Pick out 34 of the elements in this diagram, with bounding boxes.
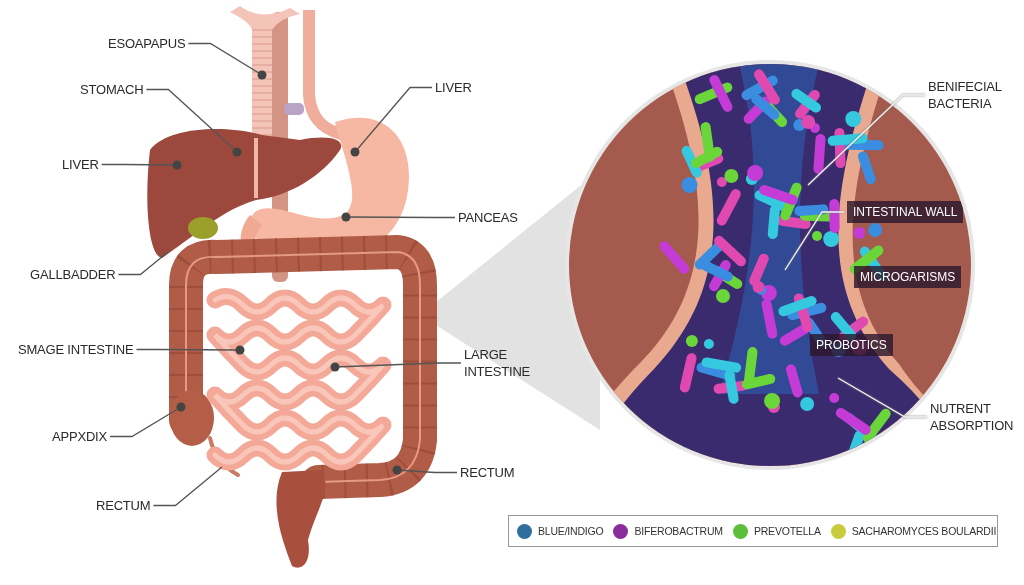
organ-label: RECTUM <box>460 464 515 481</box>
leader-line <box>330 362 462 372</box>
leader-line <box>187 42 267 80</box>
inset-label: INTESTINAL WALL <box>847 201 964 223</box>
organ-label: LIVER <box>62 156 99 173</box>
organ-label: SMAGE INTESTINE <box>18 341 134 358</box>
leader-line <box>135 345 245 355</box>
organ-label: PANCEAS <box>458 209 518 226</box>
leader-line <box>807 94 926 186</box>
inset-label: MICROGARISMS <box>854 266 962 288</box>
organ-label: NUTRENT ABSORPTION <box>930 400 1022 434</box>
organ-label: APPXDIX <box>52 428 107 445</box>
leader-line <box>341 212 456 222</box>
leader-line <box>784 211 845 271</box>
leader-line <box>350 86 433 157</box>
leader-line <box>152 466 223 507</box>
legend-label: BIFEROBACTRUM <box>634 525 723 537</box>
legend-label: SACHAROMYCES BOULARDII <box>851 525 997 537</box>
leader-line <box>145 88 242 157</box>
legend-label: PREVOTELLA <box>753 525 821 537</box>
organ-label: STOMACH <box>80 81 144 98</box>
organ-label: LARGE INTESTINE <box>464 346 534 380</box>
inset-label: PROBOTICS <box>810 334 893 356</box>
leader-line <box>392 465 458 475</box>
legend-label: BLUE/INDIGO <box>538 525 604 537</box>
organ-label: BENIFECIAL BACTERIA <box>928 78 1002 112</box>
leader-line <box>837 377 928 418</box>
organ-label: GALLBADDER <box>30 266 116 283</box>
leader-line <box>100 160 182 170</box>
leader-line <box>117 251 169 276</box>
organ-label: ESOAPAPUS <box>108 35 186 52</box>
leader-line <box>109 402 186 438</box>
organ-label: RECTUM <box>96 497 151 514</box>
organ-label: LIVER <box>435 79 472 96</box>
